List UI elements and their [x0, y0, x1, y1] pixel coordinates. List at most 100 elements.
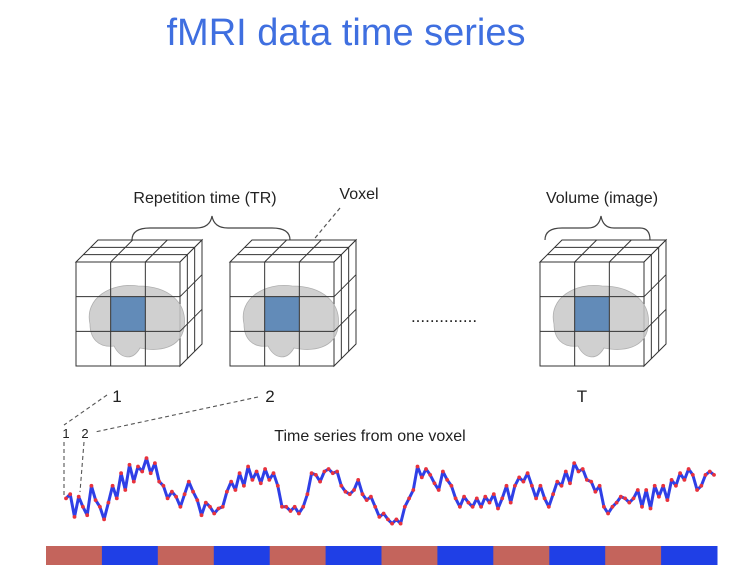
timeseries-point — [225, 489, 229, 494]
timeseries-point — [614, 500, 619, 505]
timeseries-point — [364, 498, 369, 502]
timeseries-point — [436, 488, 441, 492]
grid-line — [264, 239, 288, 263]
tick-label-1: 1 — [62, 426, 69, 441]
timeseries-point — [297, 511, 301, 516]
pointer-1 — [63, 394, 108, 426]
timeseries-point — [699, 483, 704, 488]
timeseries-point — [386, 517, 390, 522]
timeseries-point — [250, 478, 255, 482]
voxel-label: Voxel — [339, 186, 378, 203]
timeseries-point — [555, 479, 560, 484]
tick-label-2: 2 — [81, 426, 88, 441]
timeseries-point — [390, 521, 394, 526]
page-title: fMRI data time series — [167, 12, 526, 54]
grid-line — [333, 274, 357, 298]
timeseries-point — [593, 489, 598, 494]
timeseries-point — [530, 483, 534, 488]
timeseries-point — [64, 496, 68, 501]
timeseries-point — [114, 496, 119, 501]
timeseries-point — [314, 473, 318, 477]
timeseries-point — [402, 504, 407, 509]
timeseries-point — [170, 489, 174, 494]
timeseries-point — [466, 500, 471, 505]
timeseries-point — [246, 464, 251, 469]
repetition-time-label: Repetition time (TR) — [133, 190, 276, 207]
timeseries-point — [98, 504, 102, 509]
timeseries-point — [140, 469, 145, 474]
timeseries-point — [178, 504, 183, 509]
timeseries-point — [76, 494, 81, 499]
timeseries-point — [517, 475, 522, 480]
timeseries-point — [580, 467, 585, 471]
timeseries-point — [309, 471, 314, 476]
timeseries-point — [432, 481, 437, 486]
block-segment — [661, 546, 718, 565]
grid-line — [179, 274, 203, 298]
timeseries-point — [525, 471, 530, 476]
volume-number-T: T — [577, 387, 587, 406]
timeseries-point — [627, 500, 632, 505]
timeseries-point — [318, 479, 322, 484]
timeseries-point — [195, 498, 200, 502]
grid-line — [643, 308, 667, 332]
timeseries-point — [682, 478, 687, 482]
timeseries-point — [220, 504, 225, 509]
timeseries-point — [165, 496, 170, 501]
block-segment — [381, 546, 438, 565]
timeseries-point — [182, 492, 187, 497]
timeseries-point — [267, 478, 272, 482]
timeseries-point — [597, 483, 602, 488]
timeseries-point — [623, 496, 627, 501]
timeseries-point — [322, 469, 327, 474]
timeseries-point — [610, 504, 615, 509]
timeseries-point — [576, 469, 581, 474]
timeseries-point — [229, 479, 234, 484]
timeseries-point — [68, 492, 73, 497]
block-segment — [549, 546, 606, 565]
block-segment — [269, 546, 327, 565]
timeseries-point — [81, 504, 85, 509]
timeseries-point — [110, 483, 115, 488]
timeseries-point — [441, 469, 445, 474]
timeseries-point — [356, 478, 361, 482]
timeseries-point — [343, 489, 348, 494]
timeseries-point — [546, 504, 551, 509]
timeseries-point — [419, 475, 424, 480]
timeseries-point — [462, 494, 466, 499]
volume-label: Volume (image) — [546, 190, 658, 207]
timeseries-point — [123, 488, 128, 492]
timeseries-point — [233, 488, 238, 492]
timeseries-point — [445, 478, 450, 482]
timeseries-point — [568, 481, 572, 486]
grid-line — [298, 239, 322, 263]
timeseries-point — [398, 521, 403, 526]
block-segment — [157, 546, 215, 565]
timeseries-point — [453, 496, 458, 501]
timeseries-point — [85, 513, 90, 518]
timeseries-point — [496, 506, 500, 511]
timeseries-point — [174, 494, 179, 499]
timeseries-point — [305, 492, 310, 497]
volume-cube-1 — [74, 238, 204, 368]
timeseries-point — [428, 473, 433, 477]
timeseries-point — [695, 488, 699, 492]
block-design-bar — [46, 546, 718, 565]
timeseries-point — [89, 483, 94, 488]
timeseries-point — [93, 498, 98, 502]
timeseries-point — [254, 469, 259, 474]
timeseries-point — [301, 504, 306, 509]
timeseries-point — [292, 504, 297, 509]
volume-cube-2 — [228, 238, 358, 368]
block-segment — [213, 546, 271, 565]
timeseries-point — [216, 506, 221, 511]
timeseries-point — [263, 467, 267, 471]
timeseries-point — [106, 500, 111, 505]
timeseries-point — [470, 504, 475, 509]
timeseries-point — [136, 464, 140, 469]
timeseries-point — [686, 467, 691, 471]
timeseries-point — [631, 496, 636, 501]
timeseries-point — [127, 462, 132, 467]
timeseries-point — [648, 506, 653, 511]
